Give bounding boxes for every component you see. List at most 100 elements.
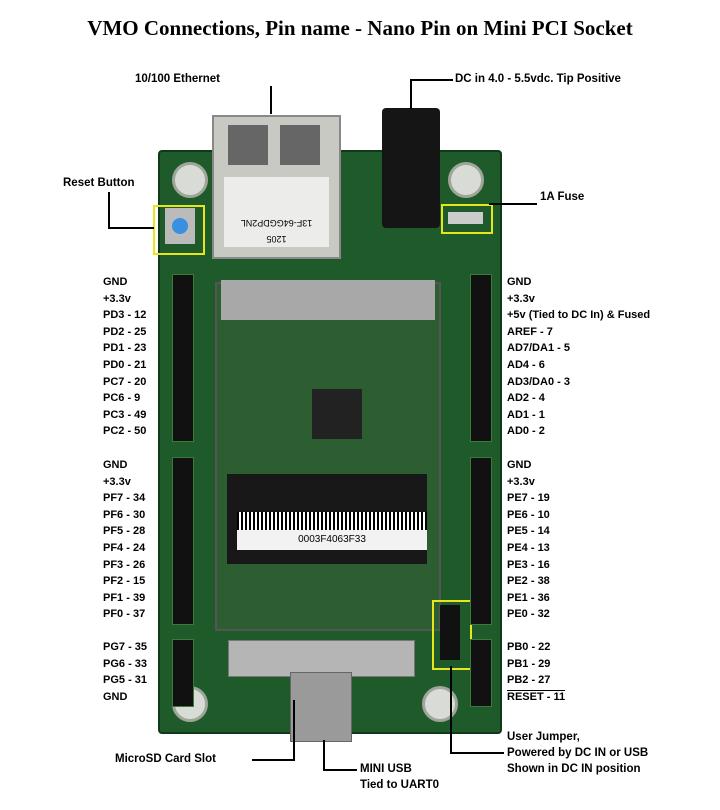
right-pin-label: PE6 - 10 xyxy=(507,508,550,521)
dc-jack xyxy=(382,108,440,228)
callout-usb-1: MINI USB xyxy=(360,763,412,775)
leader-line xyxy=(489,203,537,205)
leader-line xyxy=(108,227,154,229)
right-pin-label: +5v (Tied to DC In) & Fused xyxy=(507,309,651,322)
barcode-label: 0003F4063F33 xyxy=(237,512,427,550)
leader-line xyxy=(108,192,110,228)
module-serial: 0003F4063F33 xyxy=(298,534,366,545)
mounting-hole xyxy=(422,686,458,722)
user-jumper xyxy=(440,605,460,660)
right-pin-label: AREF - 7 xyxy=(507,325,553,338)
leader-line xyxy=(270,86,272,114)
left-pin-label: GND xyxy=(103,276,128,288)
right-pin-label: PB1 - 29 xyxy=(507,657,551,670)
fuse-highlight xyxy=(441,204,493,234)
right-header-3 xyxy=(470,639,492,707)
right-pin-label: RESET - 11 xyxy=(507,690,566,703)
left-pin-label: PG6 - 33 xyxy=(103,657,148,670)
left-pin-label: PC2 - 50 xyxy=(103,425,147,438)
right-pin-label: AD0 - 2 xyxy=(507,425,545,438)
leader-line xyxy=(450,666,452,753)
ethernet-port xyxy=(280,125,320,165)
fuse xyxy=(448,212,483,224)
callout-jumper-2: Powered by DC IN or USB xyxy=(507,747,649,759)
leader-line xyxy=(323,740,325,770)
leader-line xyxy=(450,752,504,754)
reset-button-cap xyxy=(172,218,188,234)
mounting-hole xyxy=(172,162,208,198)
left-pin-label: +3.3v xyxy=(103,292,131,305)
socket-latch xyxy=(221,280,435,320)
right-pin-label: AD1 - 1 xyxy=(507,408,545,421)
leader-line xyxy=(293,700,295,761)
left-pin-label: PD3 - 12 xyxy=(103,309,147,322)
left-pin-label: GND xyxy=(103,459,128,471)
right-pin-label: GND xyxy=(507,459,532,471)
leader-line xyxy=(410,79,453,81)
mini-usb-port xyxy=(290,672,352,742)
left-pin-label: PF2 - 15 xyxy=(103,575,146,588)
right-pin-label: +3.3v xyxy=(507,475,535,488)
callout-dc-in: DC in 4.0 - 5.5vdc. Tip Positive xyxy=(455,73,621,85)
chip xyxy=(312,389,362,439)
left-pin-label: PF3 - 26 xyxy=(103,558,146,571)
callout-microsd: MicroSD Card Slot xyxy=(115,753,216,765)
left-pin-label: PG7 - 35 xyxy=(103,641,148,653)
left-pin-label: PF6 - 30 xyxy=(103,508,146,521)
left-pin-label: PG5 - 31 xyxy=(103,674,148,687)
right-pin-label: AD2 - 4 xyxy=(507,392,545,405)
leader-line xyxy=(323,769,357,771)
right-pin-label: AD4 - 6 xyxy=(507,359,545,371)
left-pin-label: PF1 - 39 xyxy=(103,591,146,604)
mounting-hole xyxy=(448,162,484,198)
right-pin-label: AD7/DA1 - 5 xyxy=(507,342,570,355)
mini-pci-module: 0003F4063F33 xyxy=(215,280,441,631)
callout-jumper-1: User Jumper, xyxy=(507,731,580,743)
right-pin-label: +3.3v xyxy=(507,292,535,305)
ethernet-jack: 1205 13F-64GGDP2NL xyxy=(212,115,341,259)
left-pin-label: PF4 - 24 xyxy=(103,542,146,554)
callout-usb-2: Tied to UART0 xyxy=(360,779,440,791)
diagram-title: VMO Connections, Pin name - Nano Pin on … xyxy=(87,16,633,40)
right-pin-label: PE3 - 16 xyxy=(507,558,550,571)
left-pin-label: PF5 - 28 xyxy=(103,525,146,538)
left-header-2 xyxy=(172,457,194,625)
jumper-highlight xyxy=(432,600,472,670)
right-pin-label: PB2 - 27 xyxy=(507,674,551,687)
right-header-1 xyxy=(470,274,492,442)
right-pin-label: PE0 - 32 xyxy=(507,608,550,621)
jack-part-number: 13F-64GGDP2NL xyxy=(240,218,313,228)
left-pin-label: PC6 - 9 xyxy=(103,392,141,405)
jack-label: 1205 13F-64GGDP2NL xyxy=(224,177,329,247)
ethernet-port xyxy=(228,125,268,165)
right-pin-label: PB0 - 22 xyxy=(507,641,551,653)
jack-date-code: 1205 xyxy=(266,234,287,244)
reset-highlight xyxy=(153,205,205,255)
left-pin-label: GND xyxy=(103,690,128,703)
reset-button xyxy=(165,208,195,244)
left-pin-label: +3.3v xyxy=(103,475,131,488)
callout-ethernet: 10/100 Ethernet xyxy=(135,73,221,85)
right-pin-label: PE4 - 13 xyxy=(507,542,550,554)
left-pin-label: PD1 - 23 xyxy=(103,342,147,355)
callout-fuse: 1A Fuse xyxy=(540,191,585,203)
left-pin-label: PF0 - 37 xyxy=(103,608,146,621)
right-pin-label: PE7 - 19 xyxy=(507,492,550,505)
right-pin-label: PE5 - 14 xyxy=(507,525,550,538)
left-header-3 xyxy=(172,639,194,707)
left-pin-label: PC7 - 20 xyxy=(103,375,147,388)
callout-reset: Reset Button xyxy=(63,177,135,189)
right-pin-label: PE2 - 38 xyxy=(507,575,550,588)
leader-line xyxy=(252,759,294,761)
right-header-2 xyxy=(470,457,492,625)
left-pin-label: PD2 - 25 xyxy=(103,325,147,338)
left-pin-label: PD0 - 21 xyxy=(103,359,147,371)
leader-line xyxy=(410,79,412,109)
left-pin-label: PF7 - 34 xyxy=(103,492,146,505)
right-pin-label: AD3/DA0 - 3 xyxy=(507,375,570,388)
callout-jumper-3: Shown in DC IN position xyxy=(507,763,641,775)
left-pin-label: PC3 - 49 xyxy=(103,408,147,421)
right-pin-label: PE1 - 36 xyxy=(507,591,550,604)
right-pin-label: GND xyxy=(507,276,532,288)
